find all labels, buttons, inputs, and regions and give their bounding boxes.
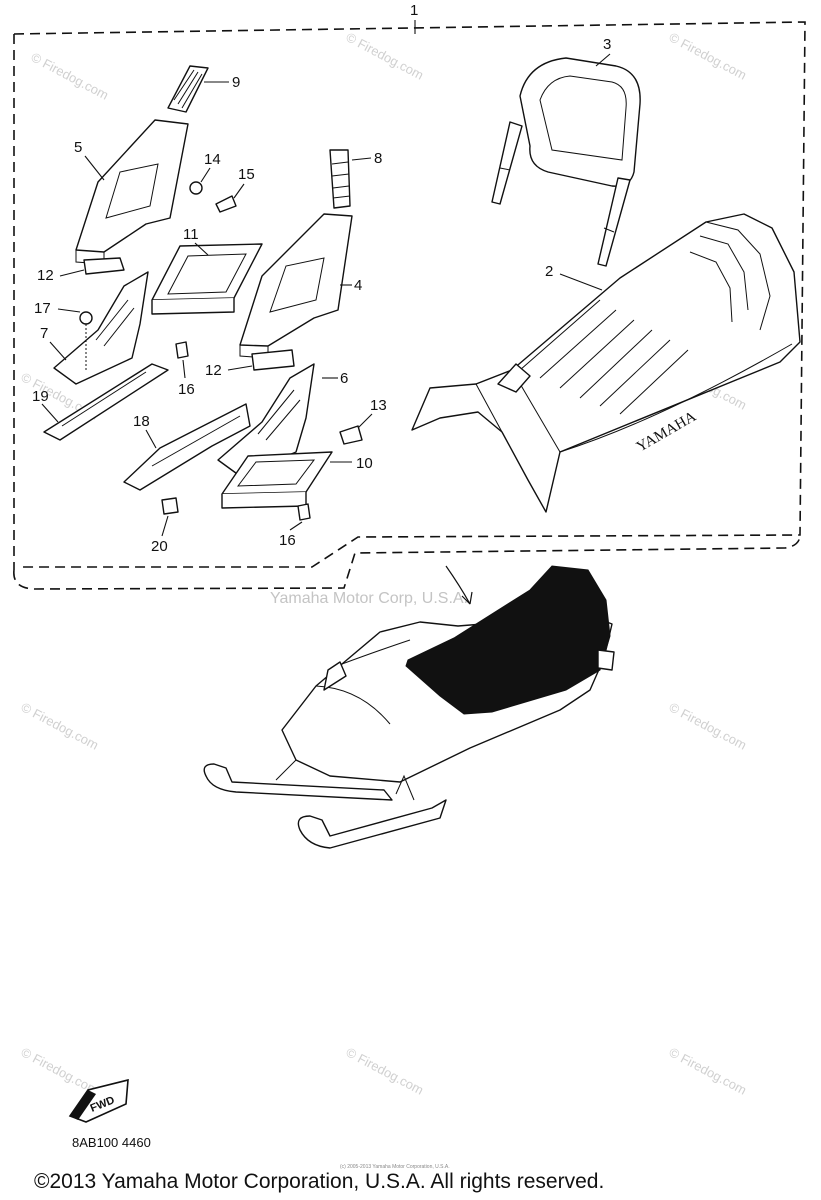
watermark-tile: © Firedog.com bbox=[667, 699, 749, 752]
part-3-backrest: 3 bbox=[491, 36, 641, 267]
part-15-bolt: 15 bbox=[215, 166, 255, 213]
assembly-boundary bbox=[13, 21, 806, 568]
watermark-center: Yamaha Motor Corp, U.S.A. bbox=[270, 590, 468, 607]
callout-label-11: 11 bbox=[183, 226, 199, 243]
watermark-tile: © Firedog.com bbox=[19, 699, 101, 752]
callout-label-10: 10 bbox=[356, 455, 373, 472]
part-18-plate: 18 bbox=[123, 403, 251, 491]
watermark-tile: © Firedog.com bbox=[667, 29, 749, 82]
part-16-screw-right: 16 bbox=[279, 503, 311, 549]
callout-label-8: 8 bbox=[374, 150, 382, 167]
callout-label-9: 9 bbox=[232, 74, 240, 91]
part-20-bolt: 20 bbox=[151, 497, 179, 555]
watermark-tile: © Firedog.com bbox=[29, 49, 111, 102]
location-arrow bbox=[445, 565, 471, 605]
part-9-grip: 9 bbox=[167, 65, 240, 113]
callout-1: 1 bbox=[410, 2, 418, 34]
fine-print: (c) 2005-2013 Yamaha Motor Corporation, … bbox=[340, 1164, 450, 1170]
watermark-tile: © Firedog.com bbox=[344, 1044, 426, 1097]
callout-label-7: 7 bbox=[40, 325, 48, 342]
part-19-rail: 19 bbox=[32, 363, 169, 441]
watermark-tile: © Firedog.com bbox=[667, 1044, 749, 1097]
callout-label-19: 19 bbox=[32, 388, 49, 405]
callout-label-16: 16 bbox=[178, 381, 195, 398]
part-16-screw-left: 16 bbox=[175, 341, 195, 398]
diagram-code: 8AB100 4460 bbox=[72, 1135, 151, 1150]
callout-label-16: 16 bbox=[279, 532, 296, 549]
snowmobile-location-view bbox=[203, 565, 615, 849]
part-14-collar: 14 bbox=[189, 151, 221, 195]
callout-label-18: 18 bbox=[133, 413, 150, 430]
part-7-bracket: 7 bbox=[40, 271, 149, 385]
part-13-bolt: 13 bbox=[339, 397, 387, 445]
part-10-pad: 10 bbox=[221, 451, 373, 509]
callout-label-20: 20 bbox=[151, 538, 168, 555]
callout-label-15: 15 bbox=[238, 166, 255, 183]
callout-label-14: 14 bbox=[204, 151, 221, 168]
part-5-handle: 5 bbox=[74, 119, 189, 265]
assembly-boundary-lower bbox=[13, 535, 801, 590]
callout-label-12: 12 bbox=[37, 267, 54, 284]
part-8-grip: 8 bbox=[329, 149, 382, 209]
part-11-pad: 11 bbox=[151, 226, 263, 315]
callout-label-13: 13 bbox=[370, 397, 387, 414]
part-4-handle: 4 bbox=[239, 213, 362, 359]
callout-label-4: 4 bbox=[354, 277, 362, 294]
callout-label-3: 3 bbox=[603, 36, 611, 53]
callout-label-6: 6 bbox=[340, 370, 348, 387]
fwd-arrow: FWD bbox=[68, 1078, 129, 1123]
part-12-spacer-right: 12 bbox=[205, 349, 295, 379]
callout-label-12: 12 bbox=[205, 362, 222, 379]
part-17-nut: 17 bbox=[34, 300, 93, 370]
callout-label-5: 5 bbox=[74, 139, 82, 156]
callout-label-2: 2 bbox=[545, 263, 553, 280]
part-12-spacer-left: 12 bbox=[37, 257, 125, 284]
copyright-notice: ©2013 Yamaha Motor Corporation, U.S.A. A… bbox=[34, 1170, 604, 1193]
callout-label-17: 17 bbox=[34, 300, 51, 317]
watermark-tile: © Firedog.com bbox=[344, 29, 426, 82]
callout-label-1: 1 bbox=[410, 2, 418, 19]
